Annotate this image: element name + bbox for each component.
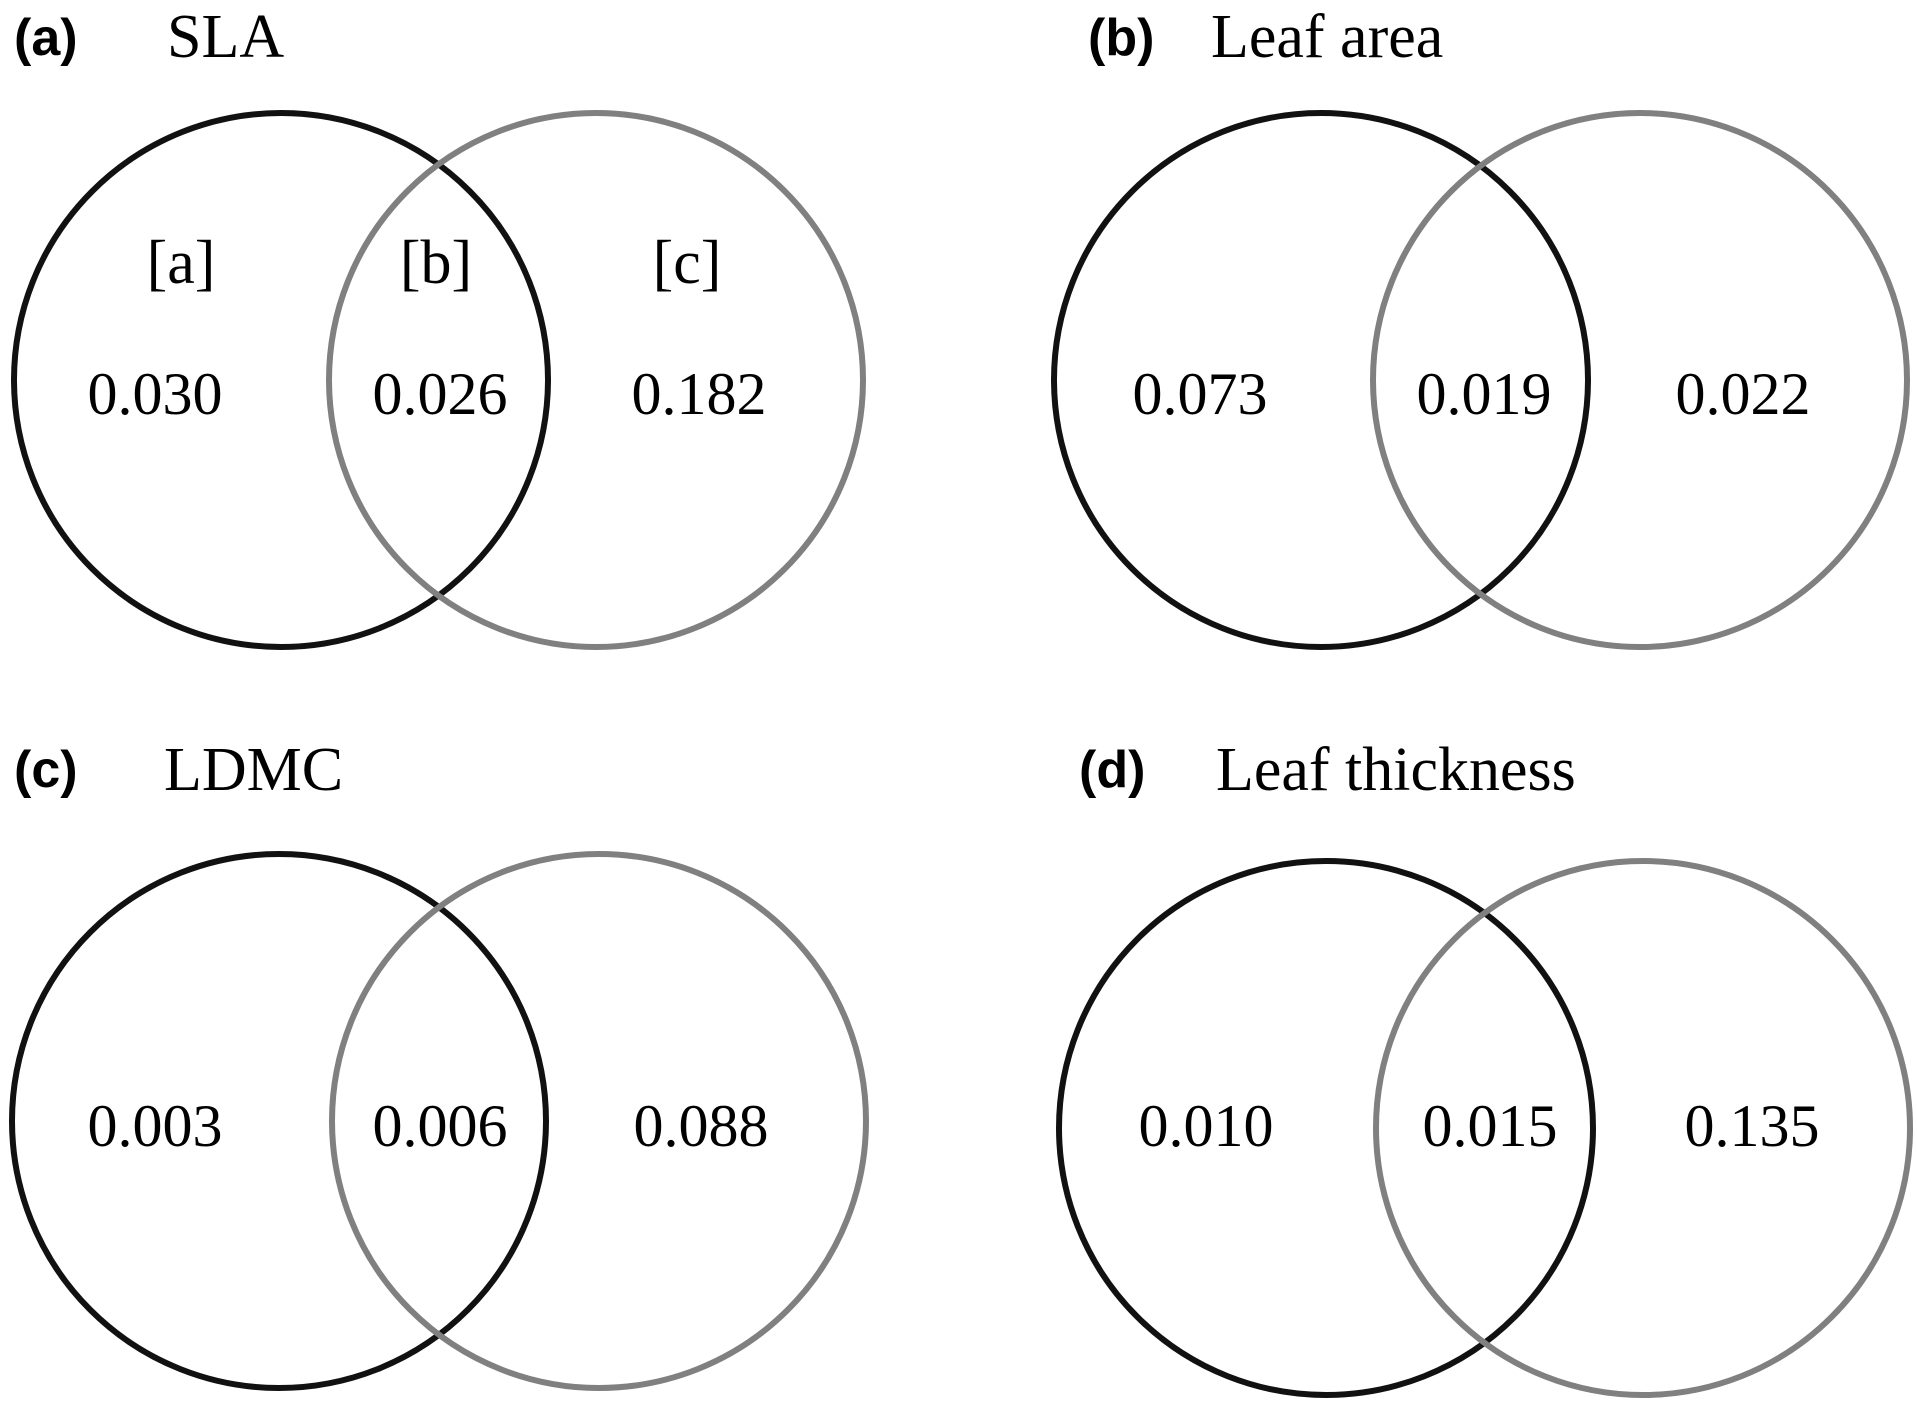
panel-a-first-circle — [11, 110, 551, 650]
panel-d: (d) Leaf thickness 0.010 0.015 0.135 — [1056, 736, 1913, 1398]
panel-b-second-circle — [1370, 110, 1910, 650]
panel-d-value-overlap: 0.015 — [1423, 1093, 1558, 1159]
panel-c-first-circle — [9, 851, 549, 1391]
panel-b-value-overlap: 0.019 — [1417, 361, 1552, 427]
panel-a: (a) SLA [a] [b] [c] 0.030 0.026 0.182 — [11, 3, 866, 650]
panel-d-value-left: 0.010 — [1139, 1093, 1274, 1159]
panel-a-label-a: [a] — [147, 229, 216, 297]
panel-c-value-overlap: 0.006 — [373, 1093, 508, 1159]
panel-d-title: Leaf thickness — [1216, 736, 1576, 804]
panel-c-value-left: 0.003 — [88, 1093, 223, 1159]
panel-a-letter: (a) — [14, 9, 78, 67]
panel-d-value-right: 0.135 — [1685, 1093, 1820, 1159]
panel-b: (b) Leaf area 0.073 0.019 0.022 — [1051, 3, 1910, 650]
panel-b-first-circle — [1051, 110, 1591, 650]
panel-b-value-left: 0.073 — [1133, 361, 1268, 427]
panel-a-value-right: 0.182 — [632, 361, 767, 427]
panel-a-value-overlap: 0.026 — [373, 361, 508, 427]
panel-d-first-circle — [1056, 858, 1596, 1398]
panel-a-second-circle — [326, 110, 866, 650]
panel-c: (c) LDMC 0.003 0.006 0.088 — [9, 736, 869, 1391]
panel-c-title: LDMC — [164, 736, 343, 804]
panel-a-value-left: 0.030 — [88, 361, 223, 427]
panel-c-second-circle — [329, 851, 869, 1391]
panel-c-letter: (c) — [14, 741, 78, 799]
panel-a-label-c: [c] — [653, 229, 722, 297]
panel-a-title: SLA — [167, 3, 284, 71]
panel-b-value-right: 0.022 — [1676, 361, 1811, 427]
panel-c-value-right: 0.088 — [634, 1093, 769, 1159]
panel-d-second-circle — [1373, 858, 1913, 1398]
panel-d-letter: (d) — [1079, 741, 1145, 799]
panel-a-label-b: [b] — [400, 229, 472, 297]
panel-b-letter: (b) — [1088, 9, 1154, 67]
panel-b-title: Leaf area — [1211, 3, 1443, 71]
